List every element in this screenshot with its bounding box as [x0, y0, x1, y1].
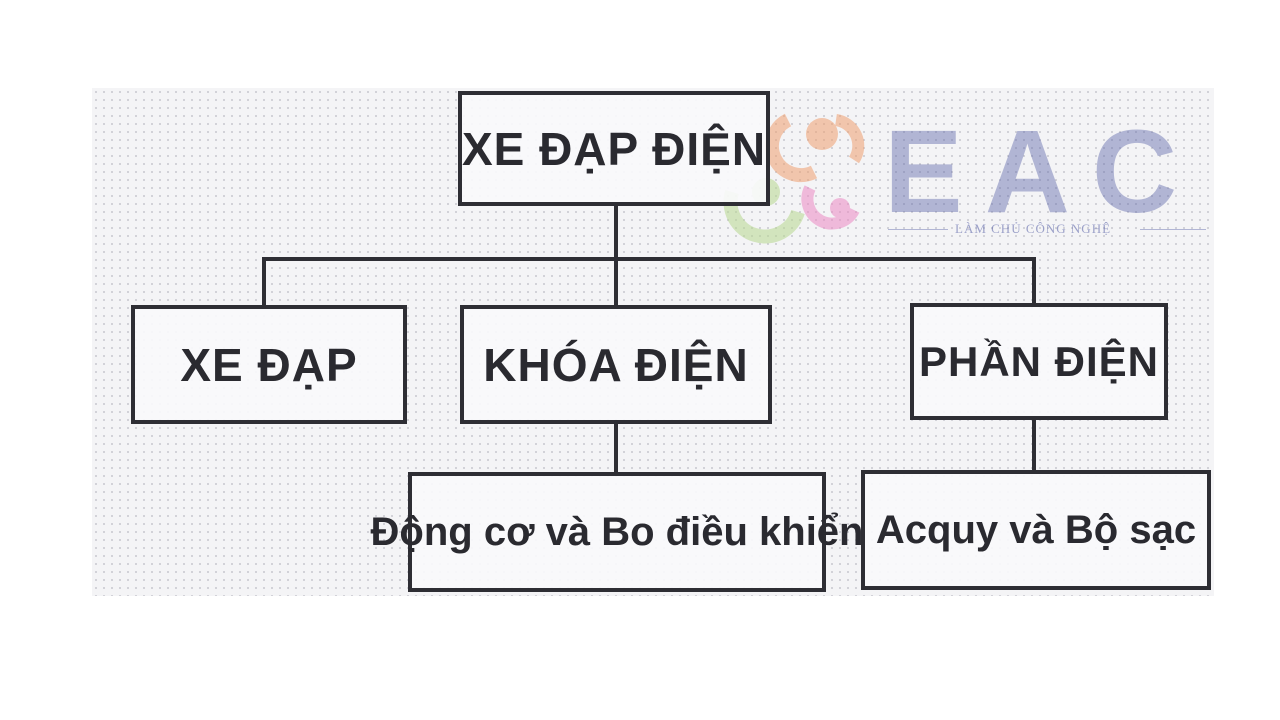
node-root: XE ĐẠP ĐIỆN — [458, 91, 770, 206]
tagline-rule-right — [1140, 229, 1206, 230]
connector-root-down — [614, 204, 618, 259]
eac-logo-wordmark: EAC — [884, 106, 1200, 238]
node-xe-dap: XE ĐẠP — [131, 305, 407, 424]
connector-to-phan-dien — [1032, 257, 1036, 306]
tagline-rule-left — [888, 229, 948, 230]
connector-horizontal-bar — [262, 257, 1036, 261]
connector-to-khoa-dien — [614, 257, 618, 308]
connector-to-xe-dap — [262, 257, 266, 308]
node-khoa-dien: KHÓA ĐIỆN — [460, 305, 772, 424]
connector-phan-dien-down — [1032, 418, 1036, 472]
node-dong-co-bo-dieu-khien: Động cơ và Bo điều khiển — [371, 472, 863, 592]
connector-khoa-dien-down — [614, 422, 618, 474]
eac-logo-tagline: LÀM CHỦ CÔNG NGHỆ — [955, 221, 1112, 236]
node-acquy-bo-sac: Acquy và Bộ sạc — [861, 470, 1211, 590]
node-phan-dien: PHẦN ĐIỆN — [910, 303, 1168, 420]
